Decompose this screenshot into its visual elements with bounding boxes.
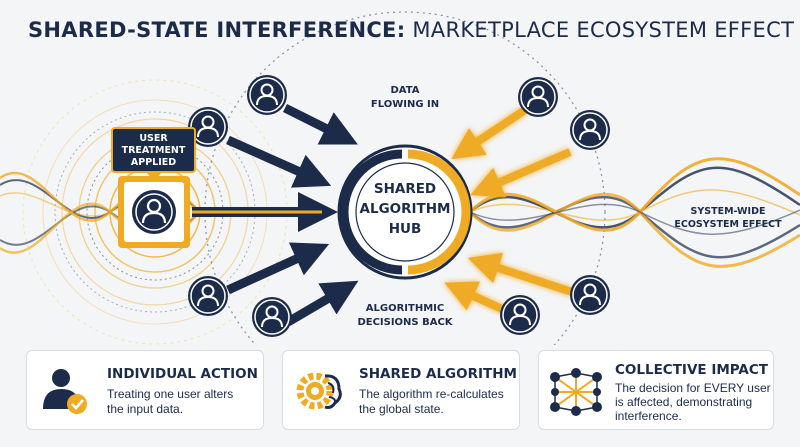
decisions-label-2: DECISIONS BACK — [357, 317, 453, 328]
card-text-line: The algorithm re-calculates — [359, 387, 504, 401]
page-title: SHARED-STATE INTERFERENCE: MARKETPLACE E… — [28, 18, 794, 42]
card-collective-impact: COLLECTIVE IMPACT The decision for EVERY… — [538, 350, 774, 430]
title-bold: SHARED-STATE INTERFERENCE: — [28, 18, 406, 42]
hub-label-3: HUB — [389, 221, 422, 237]
user-icon-bottom-right — [499, 294, 541, 336]
treatment-label-3: APPLIED — [131, 157, 176, 168]
right-waves — [468, 157, 800, 268]
card-text-line: the input data. — [107, 402, 184, 416]
decisions-label-1: ALGORITHMIC — [366, 303, 444, 314]
algorithm-hub: SHARED ALGORITHM HUB — [337, 144, 473, 280]
user-icon-bottom-left — [251, 296, 293, 338]
user-icon-left-lower — [187, 275, 229, 317]
user-check-icon — [43, 369, 87, 414]
user-icon-top-right — [517, 76, 559, 118]
card-heading: COLLECTIVE IMPACT — [615, 362, 768, 378]
card-text-line: Treating one user alters — [107, 387, 234, 401]
user-icon-right-lower — [569, 274, 611, 316]
hub-label-1: SHARED — [374, 181, 436, 197]
navy-inflow-arrows — [226, 103, 359, 326]
treatment-label-2: TREATMENT — [122, 145, 186, 156]
gold-inflow-arrows — [444, 106, 574, 319]
card-heading: INDIVIDUAL ACTION — [107, 366, 258, 382]
card-text-line: is affected, demonstrating — [615, 395, 753, 409]
hub-label-2: ALGORITHM — [360, 201, 451, 217]
treated-user-box — [118, 176, 190, 248]
card-heading: SHARED ALGORITHM — [359, 366, 517, 382]
card-shared-algorithm: SHARED ALGORITHM The algorithm re-calcul… — [282, 350, 520, 430]
network-users-icon — [550, 368, 602, 416]
system-effect-label-1: SYSTEM-WIDE — [691, 206, 766, 217]
gear-brain-icon — [296, 372, 342, 410]
treatment-label-1: USER — [139, 133, 168, 144]
card-individual-action: INDIVIDUAL ACTION Treating one user alte… — [26, 350, 264, 430]
orbit-ring — [204, 11, 606, 345]
ecosystem-diagram: SHARED ALGORITHM HUB USER TREATMENT — [0, 11, 800, 345]
data-in-label-2: FLOWING IN — [371, 99, 439, 110]
card-text-line: The decision for EVERY user — [615, 381, 771, 395]
user-icon-top-left — [246, 74, 288, 116]
card-text-line: interference. — [615, 409, 682, 423]
user-icon-right-upper — [569, 109, 611, 151]
treatment-callout: USER TREATMENT APPLIED — [111, 127, 196, 181]
card-text-line: the global state. — [359, 402, 444, 416]
system-effect-label-2: ECOSYSTEM EFFECT — [674, 219, 782, 230]
data-in-label-1: DATA — [390, 85, 419, 96]
title-regular: MARKETPLACE ECOSYSTEM EFFECT — [412, 18, 795, 42]
